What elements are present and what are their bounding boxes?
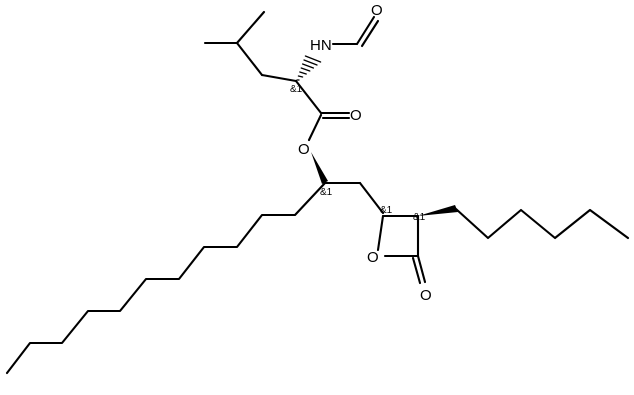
stereo-label-ring-c4: &1 — [380, 205, 393, 216]
atom-amide-nh: HN — [310, 37, 332, 54]
bond-lactone-co-1 — [416, 254, 427, 284]
bond-isobutyl-ch — [235, 41, 264, 77]
wedge-ester-o-carbon — [311, 152, 328, 184]
bond-alpha-carbonyl — [294, 79, 323, 115]
bond-isobutyl-ch2 — [260, 73, 298, 83]
bond-lactone-co-2 — [411, 256, 422, 285]
bond-ring-o-c4 — [376, 214, 385, 252]
atom-ester-carbonyl-o: O — [350, 107, 362, 124]
atom-lactone-carbonyl-o: O — [420, 287, 432, 304]
atom-formyl-o: O — [371, 2, 383, 19]
bond-methyl-top — [235, 10, 266, 45]
bond-formyl-co-1 — [355, 15, 376, 46]
wedge-c3-hexyl — [418, 205, 458, 216]
bond-alkyl-chain — [5, 181, 327, 375]
stereo-label-ring-c3: &1 — [413, 212, 426, 223]
atom-ester-o: O — [298, 141, 310, 158]
bond-carbonyl-ester-o — [307, 113, 323, 142]
stereo-label-leucine-alpha: &1 — [290, 84, 303, 95]
hashed-bond-alpha-nh — [296, 55, 322, 81]
bond-formyl-co-2 — [360, 19, 380, 48]
bond-ch2-ring — [358, 181, 385, 215]
bond-hexyl-chain — [454, 207, 630, 240]
atom-ring-o: O — [367, 249, 379, 266]
stereo-label-ester-carbon: &1 — [320, 187, 333, 198]
